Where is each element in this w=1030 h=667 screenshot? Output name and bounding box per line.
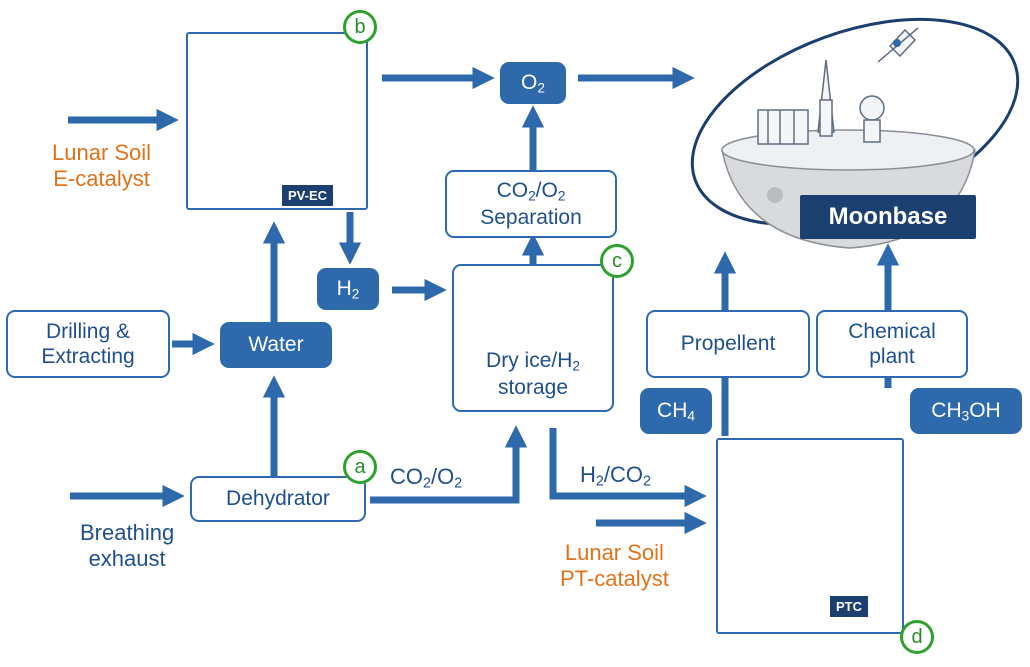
badge-a: a	[343, 450, 377, 484]
h2co2-s2: 2	[642, 473, 651, 490]
badge-c: c	[600, 244, 634, 278]
storage-label-pre: Dry ice/H	[486, 349, 573, 373]
o2-sub: 2	[537, 80, 545, 96]
separation-sub2: 2	[557, 188, 566, 204]
co2o2-a: CO	[390, 464, 423, 489]
dehydrator-unit: Dehydrator	[190, 476, 366, 522]
ch3oh-sub: 3	[961, 408, 970, 424]
o2-node: O2	[500, 62, 566, 104]
storage-unit: Dry ice/H2 storage	[452, 264, 614, 412]
separation-o: /O	[535, 179, 558, 203]
ch3oh-a: CH	[931, 398, 962, 422]
badge-d: d	[900, 620, 934, 654]
arrow-dehydrator-to-storage	[370, 425, 528, 504]
lunar-soil-e-line2: E-catalyst	[53, 166, 150, 192]
lunar-soil-pt-line1: Lunar Soil	[564, 540, 664, 565]
h2co2-b: /CO	[603, 462, 643, 487]
breathing-line1: Breathing	[80, 520, 175, 545]
co2o2-s1: 2	[423, 475, 431, 492]
propellent-label: Propellent	[680, 332, 776, 356]
lunar-soil-pt-line2: PT-catalyst	[560, 566, 669, 592]
flow-h2co2-label: H2/CO2	[580, 462, 651, 491]
ch3oh-node: CH3OH	[910, 388, 1022, 434]
ptc-tag: PTC	[830, 596, 868, 617]
moonbase-label: Moonbase	[828, 202, 948, 230]
h2co2-a: H	[580, 462, 596, 487]
drilling-line1: Drilling &	[45, 319, 131, 343]
breathing-line2: exhaust	[88, 546, 166, 572]
separation-label: Separation	[480, 205, 582, 229]
badge-b: b	[343, 10, 377, 44]
lunar-soil-e-line1: Lunar Soil	[52, 140, 152, 165]
water-node: Water	[220, 322, 332, 368]
ptc-unit	[716, 438, 904, 634]
pvec-unit	[186, 32, 368, 210]
ch3oh-b: OH	[969, 398, 1001, 422]
chemical-plant-box: Chemical plant	[816, 310, 968, 378]
separation-box: CO2/O2 Separation	[445, 170, 617, 238]
ch4-sub: 4	[687, 408, 695, 424]
h2co2-s1: 2	[595, 473, 604, 490]
separation-co: CO	[496, 179, 529, 203]
moonbase-title: Moonbase	[800, 195, 976, 239]
breathing-exhaust-label: Breathing exhaust	[80, 520, 174, 573]
dehydrator-label: Dehydrator	[226, 487, 330, 511]
storage-label-sub: 2	[572, 358, 580, 374]
pvec-tag: PV-EC	[282, 185, 334, 206]
storage-label-line2: storage	[497, 375, 569, 399]
propellent-box: Propellent	[646, 310, 810, 378]
ch4-a: CH	[657, 398, 688, 422]
o2-main: O	[521, 70, 538, 94]
lunar-soil-pt-label: Lunar Soil PT-catalyst	[560, 540, 669, 593]
arrow-storage-to-ptc	[549, 428, 707, 508]
drilling-box: Drilling & Extracting	[6, 310, 170, 378]
drilling-line2: Extracting	[41, 345, 135, 368]
chemical-line1: Chemical	[848, 319, 936, 343]
co2o2-s2: 2	[454, 475, 463, 492]
separation-sub1: 2	[528, 188, 536, 204]
water-label: Water	[248, 333, 304, 357]
co2o2-b: /O	[430, 464, 455, 489]
flow-co2o2-label: CO2/O2	[390, 464, 462, 493]
h2-sub: 2	[351, 286, 360, 302]
h2-main: H	[336, 276, 352, 300]
ch4-node: CH4	[640, 388, 712, 434]
h2-node: H2	[317, 268, 379, 310]
chemical-line2: plant	[869, 345, 915, 368]
lunar-soil-e-label: Lunar Soil E-catalyst	[52, 140, 151, 193]
